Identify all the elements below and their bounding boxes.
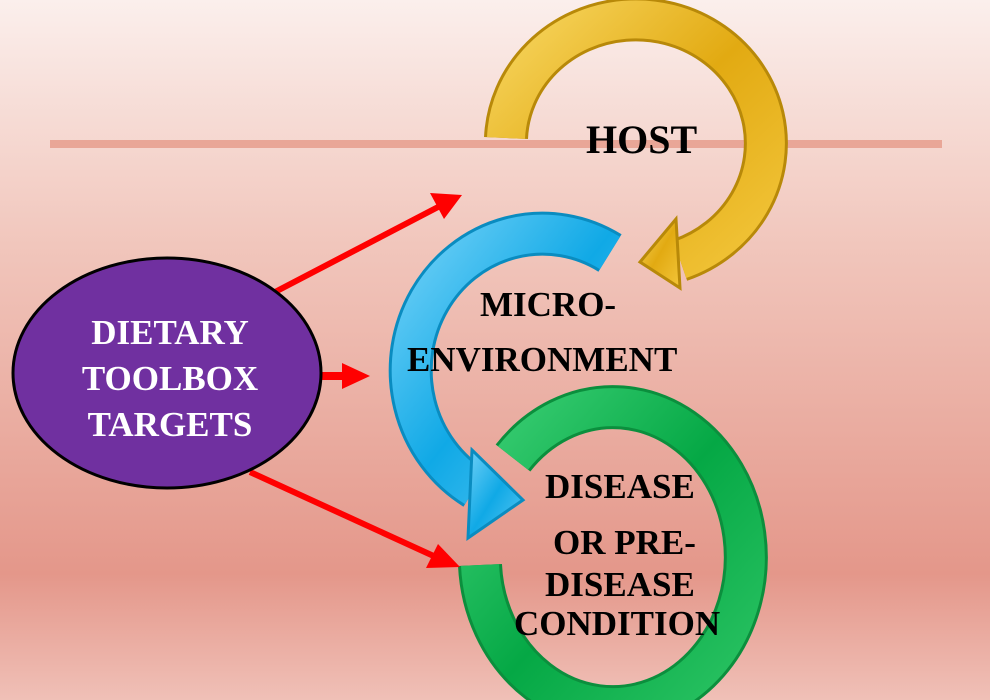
arrow-to-disease-head — [426, 544, 460, 568]
arrow-to-micro-environment-head — [342, 363, 370, 389]
dietary-toolbox-ellipse — [11, 256, 323, 490]
arrow-to-host-head — [430, 193, 462, 219]
micro-environment-label-line-2: ENVIRONMENT — [407, 340, 678, 379]
arrow-to-host — [273, 203, 442, 295]
host-label: HOST — [586, 117, 698, 162]
disease-label-line-4: CONDITION — [514, 604, 721, 643]
micro-environment-cycle-arrow — [388, 211, 622, 541]
ellipse-line-3: TARGETS — [87, 405, 253, 444]
disease-label-line-1: DISEASE — [545, 467, 695, 506]
disease-cycle-arrow — [458, 385, 768, 700]
arrow-to-disease — [248, 469, 440, 561]
micro-arrowhead — [466, 446, 526, 541]
horizontal-rule — [50, 140, 942, 148]
ellipse-line-1: DIETARY — [91, 313, 249, 352]
host-arrowhead — [637, 215, 682, 291]
micro-environment-label-line-1: MICRO- — [480, 285, 617, 324]
dietary-toolbox-targets-label: DIETARY TOOLBOX TARGETS — [40, 310, 300, 448]
pointer-arrows — [248, 193, 462, 568]
host-cycle-arrow — [484, 0, 788, 291]
disease-label-line-2: OR PRE- — [553, 523, 696, 562]
disease-label-line-3: DISEASE — [545, 565, 695, 604]
ellipse-line-2: TOOLBOX — [81, 359, 259, 398]
